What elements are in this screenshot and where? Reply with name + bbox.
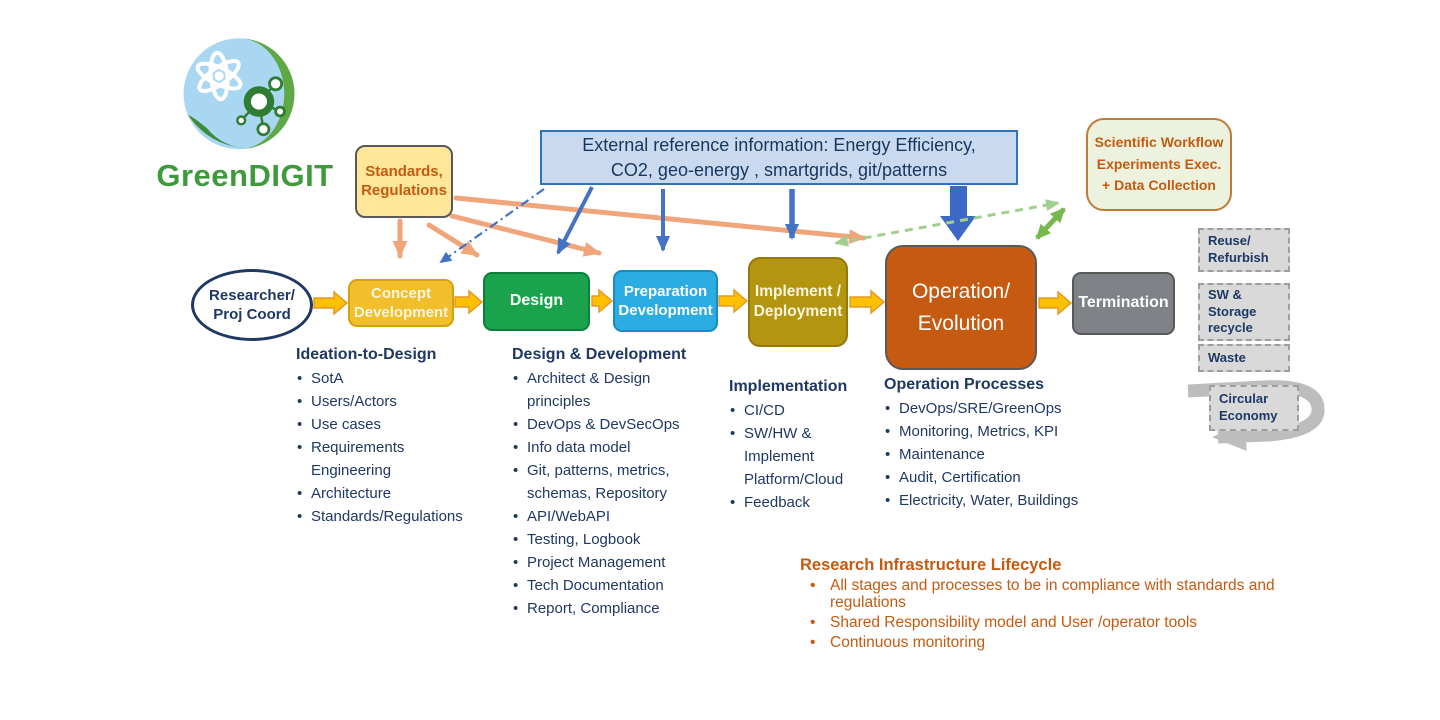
list-items: Architect & Design principlesDevOps & De…	[512, 367, 704, 620]
list-item: DevOps & DevSecOps	[512, 413, 704, 436]
list-design-development: Design & Development Architect & Design …	[512, 346, 704, 620]
flow-arrow-researcher-to-concept	[313, 290, 349, 316]
list-item: CI/CD	[729, 399, 877, 422]
list-item: All stages and processes to be in compli…	[800, 577, 1305, 611]
list-item: Audit, Certification	[884, 466, 1092, 489]
stage-label: Implement / Deployment	[753, 282, 843, 320]
footer-items: All stages and processes to be in compli…	[800, 577, 1305, 651]
list-item: Tech Documentation	[512, 574, 704, 597]
lifecycle-flow-arrows	[313, 288, 1073, 316]
endbox-waste: Waste	[1198, 344, 1290, 372]
arrow-standards-to-preparation	[449, 213, 602, 257]
endbox-label: Reuse/ Refurbish	[1208, 233, 1269, 265]
stage-preparation-development: Preparation Development	[613, 270, 718, 332]
list-implementation: Implementation CI/CDSW/HW & Implement Pl…	[729, 378, 877, 514]
list-item: Standards/Regulations	[296, 505, 474, 528]
list-item: DevOps/SRE/GreenOps	[884, 397, 1092, 420]
list-item: Electricity, Water, Buildings	[884, 489, 1092, 512]
stage-operation-evolution: Operation/ Evolution	[885, 245, 1037, 370]
list-items: SotAUsers/ActorsUse casesRequirements En…	[296, 367, 474, 528]
logo-wordmark: GreenDIGIT	[156, 158, 334, 193]
arrow-external-to-design	[556, 186, 594, 255]
external-reference-arrows	[439, 186, 799, 264]
standards-regulations-box: Standards, Regulations	[355, 145, 453, 218]
list-title: Design & Development	[512, 346, 687, 363]
stage-label: Termination	[1078, 294, 1169, 312]
standards-regulations-label: Standards, Regulations	[361, 162, 447, 199]
list-title: Operation Processes	[884, 376, 1045, 393]
researcher-label: Researcher/ Proj Coord	[209, 286, 295, 324]
arrow-standards-to-design	[426, 222, 480, 258]
researcher-ellipse: Researcher/ Proj Coord	[191, 269, 313, 341]
greendigit-logo: GreenDIGIT	[150, 30, 340, 205]
list-item: Maintenance	[884, 443, 1092, 466]
arrow-operation-to-workflow	[1035, 207, 1066, 240]
list-item: Users/Actors	[296, 390, 474, 413]
list-item: Project Management	[512, 551, 704, 574]
list-item: Monitoring, Metrics, KPI	[884, 420, 1092, 443]
stage-design: Design	[483, 272, 590, 331]
text-line: + Data Collection	[1102, 177, 1216, 194]
list-item: Info data model	[512, 436, 704, 459]
list-item: Feedback	[729, 491, 877, 514]
list-item: Shared Responsibility model and User /op…	[800, 614, 1305, 631]
external-reference-box: External reference information: Energy E…	[540, 130, 1018, 185]
endbox-label: Circular Economy	[1219, 391, 1278, 423]
arrow-external-to-concept-dashdot	[439, 188, 545, 264]
flow-arrow-implement-to-operation	[849, 289, 886, 315]
list-items: CI/CDSW/HW & Implement Platform/CloudFee…	[729, 399, 877, 514]
research-infrastructure-lifecycle-notes: Research Infrastructure Lifecycle All st…	[800, 556, 1305, 654]
stage-label: Operation/ Evolution	[911, 280, 1011, 335]
endbox-circular-economy: Circular Economy	[1209, 385, 1299, 431]
flow-arrow-concept-to-design	[454, 289, 484, 315]
text-line: Experiments Exec.	[1096, 155, 1222, 172]
list-title: Ideation-to-Design	[296, 346, 437, 363]
list-item: Report, Compliance	[512, 597, 704, 620]
greendigit-globe-icon	[183, 38, 295, 150]
list-title: Implementation	[729, 378, 848, 395]
flow-arrow-operation-to-termination	[1038, 290, 1073, 316]
stage-label: Design	[509, 292, 564, 310]
list-item: Testing, Logbook	[512, 528, 704, 551]
list-items: DevOps/SRE/GreenOpsMonitoring, Metrics, …	[884, 397, 1092, 512]
text-line: External reference information: Energy E…	[582, 135, 976, 156]
list-item: SotA	[296, 367, 474, 390]
flow-arrow-design-to-preparation	[591, 288, 614, 314]
text-line: Scientific Workflow	[1094, 133, 1224, 150]
stage-label: Concept Development	[353, 284, 449, 322]
text-line: CO2, geo-energy , smartgrids, git/patter…	[610, 159, 948, 180]
arrow-external-to-operation-thick	[940, 186, 976, 241]
list-ideation-to-design: Ideation-to-Design SotAUsers/ActorsUse c…	[296, 346, 474, 528]
list-item: Use cases	[296, 413, 474, 436]
list-item: Git, patterns, metrics, schemas, Reposit…	[512, 459, 704, 505]
list-item: Requirements Engineering	[296, 436, 474, 482]
stage-termination: Termination	[1072, 272, 1175, 335]
list-operation-processes: Operation Processes DevOps/SRE/GreenOpsM…	[884, 376, 1092, 512]
footer-title: Research Infrastructure Lifecycle	[800, 556, 1062, 574]
stage-implement-deployment: Implement / Deployment	[748, 257, 848, 347]
list-item: Continuous monitoring	[800, 634, 1305, 651]
endbox-reuse-refurbish: Reuse/ Refurbish	[1198, 228, 1290, 272]
endbox-label: Waste	[1208, 349, 1246, 365]
arrow-implement-to-workflow-dashed	[834, 199, 1060, 247]
list-item: SW/HW & Implement Platform/Cloud	[729, 422, 877, 491]
list-item: Architecture	[296, 482, 474, 505]
stage-label: Preparation Development	[618, 282, 713, 320]
external-reference-label: External reference information: Energy E…	[582, 133, 976, 182]
flow-arrow-preparation-to-implement	[718, 288, 749, 314]
list-item: API/WebAPI	[512, 505, 704, 528]
stage-concept-development: Concept Development	[348, 279, 454, 327]
list-item: Architect & Design principles	[512, 367, 704, 413]
endbox-label: SW & Storage recycle	[1208, 286, 1257, 336]
endbox-sw-storage-recycle: SW & Storage recycle	[1198, 283, 1290, 341]
